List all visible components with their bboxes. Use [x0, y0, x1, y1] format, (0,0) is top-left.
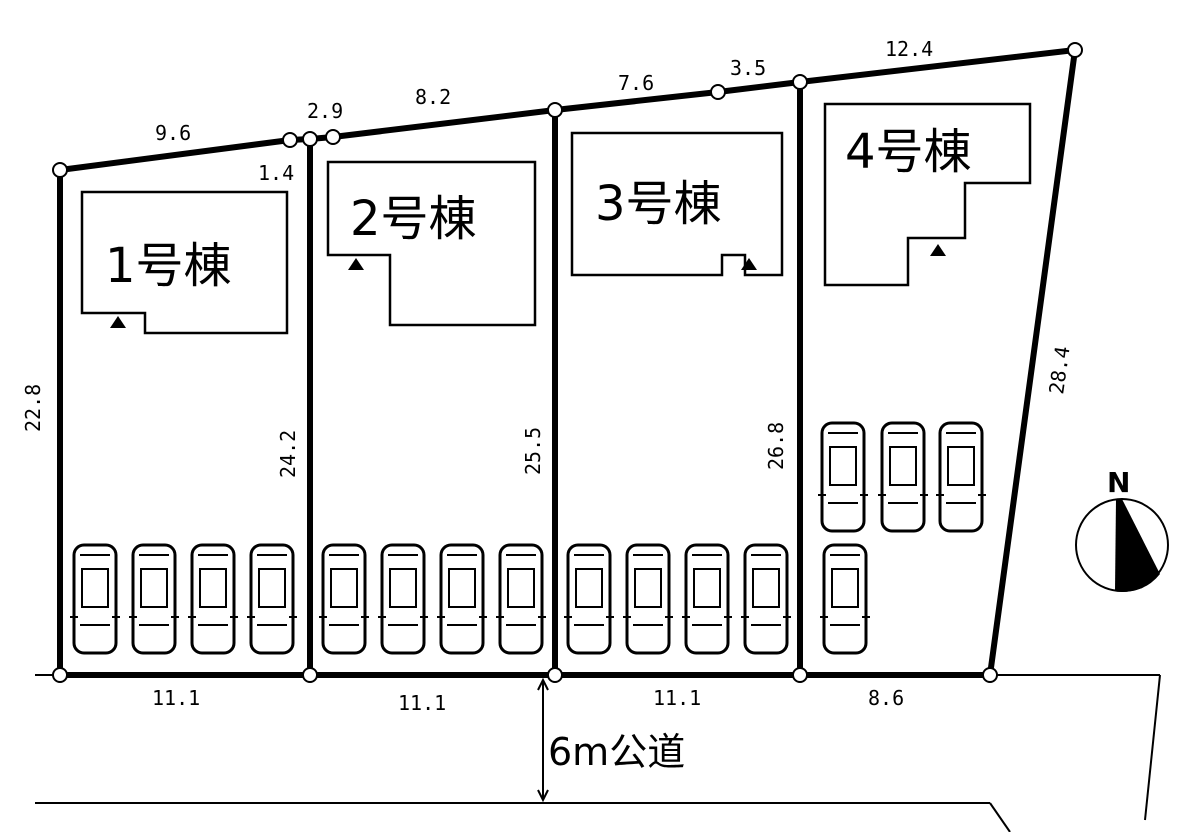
dim-side-5: 28.4	[1044, 345, 1074, 396]
house-1	[80, 190, 289, 335]
dim-top-7: 12.4	[885, 37, 933, 61]
parking-lot-2	[317, 543, 548, 655]
house-3	[570, 131, 784, 277]
boundary-nodes	[52, 42, 1083, 683]
house-2	[326, 160, 537, 327]
dim-top-6: 3.5	[730, 56, 766, 80]
dim-bottom-2: 11.1	[398, 691, 446, 715]
parking-lot-4	[816, 421, 988, 655]
lot-4-label: 4号棟	[845, 124, 972, 180]
lot-2-label: 2号棟	[350, 191, 477, 247]
parking-lot-3	[562, 543, 793, 655]
dim-bottom-4: 8.6	[868, 686, 904, 710]
dim-side-2: 24.2	[276, 430, 300, 478]
dim-bottom-3: 11.1	[653, 686, 701, 710]
dim-side-3: 25.5	[521, 427, 545, 475]
house-4	[823, 102, 1032, 287]
road-label: 6m公道	[548, 730, 685, 774]
dim-side-4: 26.8	[764, 422, 788, 470]
dim-bottom-1: 11.1	[152, 686, 200, 710]
dim-top-2: 1.4	[258, 161, 294, 185]
dim-top-3: 2.9	[307, 99, 343, 123]
dim-top-5: 7.6	[618, 71, 654, 95]
compass-icon: N	[1075, 466, 1169, 592]
dim-top-4: 8.2	[415, 85, 451, 109]
lot-1-label: 1号棟	[105, 238, 232, 294]
lot-3-label: 3号棟	[595, 176, 722, 232]
parking-lot-1	[68, 543, 299, 655]
dim-side-1: 22.8	[21, 384, 45, 432]
dim-top-1: 9.6	[155, 121, 191, 145]
lot-boundaries	[57, 47, 1078, 678]
compass-north-label: N	[1107, 466, 1130, 499]
